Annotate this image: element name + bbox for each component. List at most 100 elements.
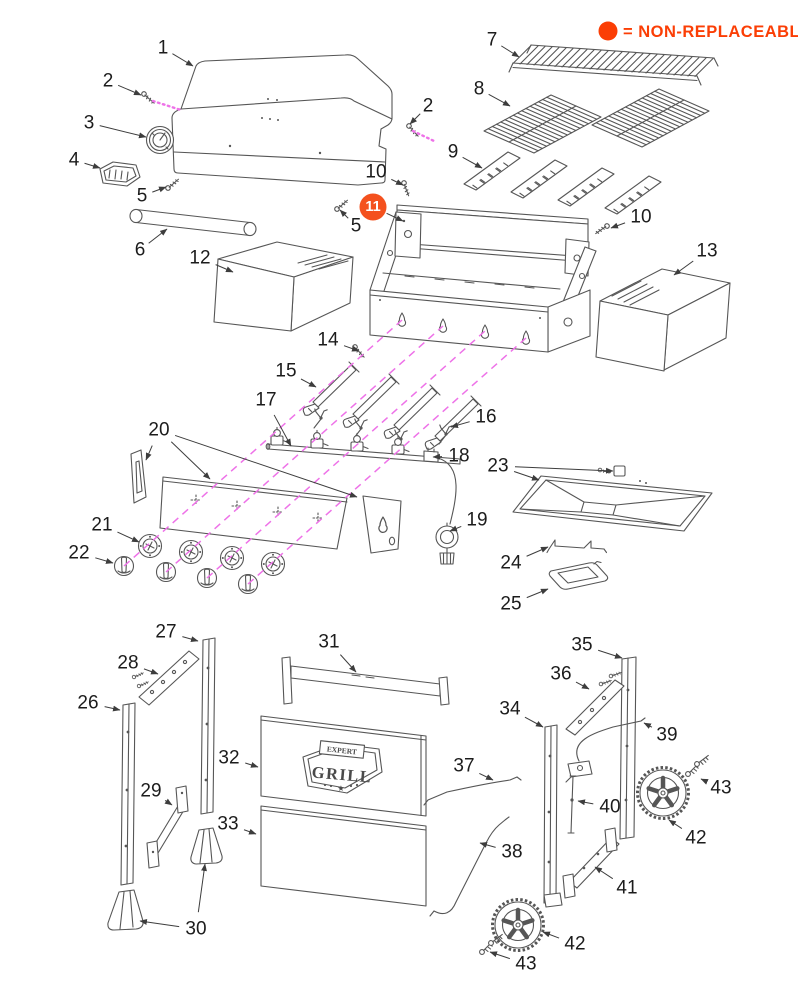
legend: = NON-REPLACEABLE bbox=[598, 21, 798, 41]
callout-4: 4 bbox=[69, 150, 101, 171]
part-number-label: 35 bbox=[571, 635, 592, 656]
bezel-icon bbox=[137, 533, 163, 559]
callout-43: 43 bbox=[489, 951, 537, 975]
part-number-label: 33 bbox=[217, 814, 238, 835]
part-4-logo-plate bbox=[99, 161, 141, 187]
valve-icon bbox=[310, 429, 329, 449]
part-number-label: 16 bbox=[475, 407, 496, 428]
callout-27: 27 bbox=[155, 622, 199, 643]
part-number-label: 19 bbox=[466, 510, 487, 531]
legend-text: = NON-REPLACEABLE bbox=[623, 23, 798, 41]
bezel-icon bbox=[178, 539, 204, 565]
part-number-label: 14 bbox=[317, 330, 339, 351]
alignment-dash-lines bbox=[123, 99, 527, 585]
callout-10: 10 bbox=[365, 162, 404, 186]
callout-43: 43 bbox=[700, 778, 732, 799]
callout-28: 28 bbox=[117, 653, 159, 675]
part-number-label: 32 bbox=[218, 748, 239, 769]
screw-icon bbox=[396, 179, 415, 197]
part-number-label: 36 bbox=[550, 664, 571, 685]
callout-35: 35 bbox=[571, 635, 623, 659]
part-37-door-rod bbox=[423, 776, 522, 806]
part-1-lid bbox=[171, 54, 393, 186]
callout-37: 37 bbox=[453, 756, 494, 781]
part-18-manifold-fitting bbox=[423, 447, 439, 463]
part-number-label: 12 bbox=[189, 248, 210, 269]
part-number-label: 7 bbox=[487, 30, 498, 51]
part-number-label: 43 bbox=[710, 778, 731, 799]
part-number-label: 2 bbox=[103, 71, 114, 92]
callout-32: 32 bbox=[218, 748, 259, 769]
callout-12: 12 bbox=[189, 248, 234, 273]
callout-16: 16 bbox=[450, 407, 497, 428]
highlighted-part-badge bbox=[359, 193, 387, 221]
callout-8: 8 bbox=[474, 79, 511, 107]
callout-40: 40 bbox=[577, 797, 621, 818]
callout-36: 36 bbox=[550, 664, 590, 690]
callout-6: 6 bbox=[135, 228, 168, 261]
screw-icon bbox=[164, 176, 180, 193]
part-23-grease-tray bbox=[512, 464, 713, 532]
part-number-label: 23 bbox=[487, 456, 508, 477]
callout-23: 23 bbox=[487, 456, 614, 481]
wheel-icon bbox=[493, 900, 544, 951]
part-number-label: 27 bbox=[155, 622, 176, 643]
part-13-right-shelf bbox=[595, 268, 731, 372]
callout-22: 22 bbox=[68, 543, 114, 564]
callout-39: 39 bbox=[643, 722, 678, 746]
part-15-burners bbox=[302, 361, 482, 450]
callout-9: 9 bbox=[448, 142, 483, 169]
highlighted-part-number: 11 bbox=[365, 199, 380, 215]
part-number-label: 34 bbox=[499, 699, 521, 720]
callout-2: 2 bbox=[103, 71, 142, 96]
door-logo-expert: EXPERT bbox=[326, 744, 357, 756]
part-11-firebox bbox=[369, 204, 597, 353]
callout-21: 21 bbox=[91, 515, 140, 543]
callout-41: 41 bbox=[594, 866, 638, 899]
part-6-handle bbox=[129, 208, 257, 237]
part-number-label: 15 bbox=[275, 361, 296, 382]
callout-33: 33 bbox=[217, 814, 257, 835]
electrode-icon bbox=[353, 418, 368, 439]
part-number-label: 25 bbox=[500, 594, 521, 615]
part-number-label: 10 bbox=[630, 207, 651, 228]
part-number-label: 29 bbox=[140, 781, 161, 802]
callout-5: 5 bbox=[137, 186, 167, 207]
electrode-icon bbox=[313, 408, 328, 429]
part-number-label: 42 bbox=[685, 828, 706, 849]
part-12-left-shelf bbox=[213, 241, 354, 332]
part-38-long-rod bbox=[429, 816, 510, 917]
callout-30: 30 bbox=[139, 863, 208, 940]
door-logo-badge: EXPERT GRILL ★ bbox=[302, 740, 383, 794]
callout-31: 31 bbox=[318, 632, 357, 673]
part-number-label: 1 bbox=[158, 38, 169, 59]
part-number-label: 5 bbox=[137, 186, 148, 207]
part-number-label: 13 bbox=[696, 241, 717, 262]
part-number-label: 30 bbox=[185, 919, 206, 940]
bezel-icon bbox=[260, 551, 286, 577]
part-number-label: 43 bbox=[515, 954, 536, 975]
part-7-warming-rack bbox=[508, 44, 719, 86]
part-number-label: 40 bbox=[599, 797, 620, 818]
part-number-label: 22 bbox=[68, 543, 89, 564]
callout-14: 14 bbox=[317, 330, 360, 352]
callout-13: 13 bbox=[673, 241, 718, 276]
part-24-cup-bracket bbox=[546, 539, 608, 554]
part-8-cooking-grates bbox=[483, 88, 710, 154]
part-number-label: 20 bbox=[148, 420, 169, 441]
part-number-label: 41 bbox=[616, 878, 637, 899]
part-20-panel-and-brackets bbox=[130, 449, 402, 554]
part-35-rear-right-leg bbox=[619, 656, 637, 840]
part-number-label: 17 bbox=[255, 390, 276, 411]
part-30-leg-feet bbox=[107, 827, 223, 931]
part-31-crossbar bbox=[281, 656, 450, 706]
part-number-label: 31 bbox=[318, 632, 339, 653]
part-29-lower-leg-bracket bbox=[146, 785, 189, 869]
part-36-rear-bracket bbox=[565, 667, 625, 736]
part-number-label: 26 bbox=[77, 693, 98, 714]
callout-11: 11 bbox=[359, 193, 404, 222]
wheel-icon bbox=[638, 768, 689, 819]
part-28-upper-leg-bracket bbox=[131, 650, 200, 706]
